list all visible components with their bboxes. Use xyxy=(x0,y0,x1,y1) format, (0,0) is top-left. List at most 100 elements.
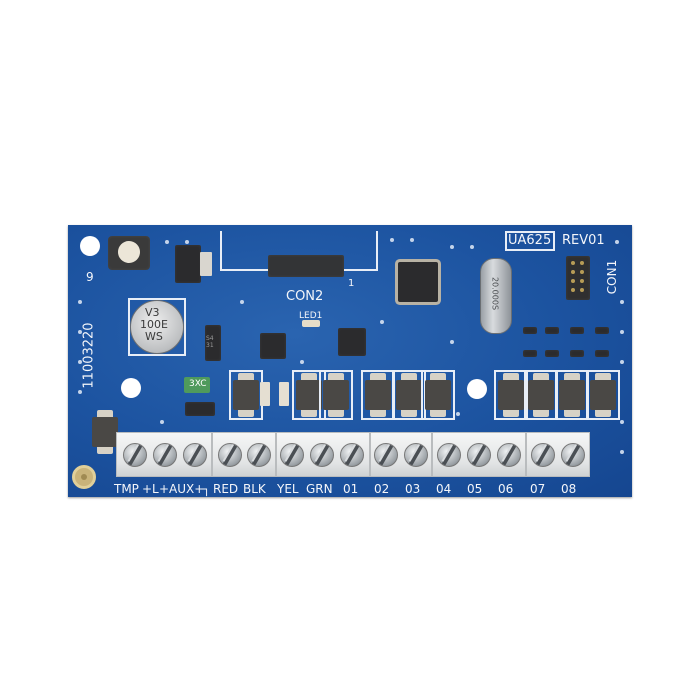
via xyxy=(240,300,244,304)
output-diode xyxy=(392,370,426,420)
transistor xyxy=(570,327,584,334)
terminal-label-06: 06 xyxy=(498,482,514,496)
led1 xyxy=(302,320,320,327)
fuse xyxy=(184,377,210,393)
mounting-hole-top-left xyxy=(80,236,100,256)
terminal-block-6 xyxy=(526,432,590,477)
screw-terminal-blk[interactable] xyxy=(247,443,271,467)
microcontroller-qfp xyxy=(398,262,438,302)
terminal-block-5 xyxy=(432,432,526,477)
capacitor-outline xyxy=(128,298,186,356)
voltage-regulator xyxy=(175,245,201,283)
con1-pin xyxy=(580,279,584,283)
via xyxy=(185,240,189,244)
diode-marking: S4 31 xyxy=(206,335,214,349)
output-diode xyxy=(421,370,455,420)
mounting-hole-left-middle xyxy=(121,378,141,398)
part-number-label: UA625 xyxy=(508,233,552,248)
screw-terminal-yel[interactable] xyxy=(280,443,304,467)
via xyxy=(78,390,82,394)
con1-pin xyxy=(580,261,584,265)
via xyxy=(78,330,82,334)
via xyxy=(300,360,304,364)
part-number-box xyxy=(505,231,555,251)
output-diode xyxy=(361,370,395,420)
output-diode xyxy=(586,370,620,420)
via xyxy=(380,320,384,324)
transistor xyxy=(545,350,559,357)
terminal-label-l: +L xyxy=(142,482,159,496)
output-diode xyxy=(292,370,326,420)
diode-left xyxy=(92,410,118,454)
terminal-label-01: 01 xyxy=(343,482,359,496)
via xyxy=(410,238,414,242)
terminal-label-blk: BLK xyxy=(243,482,266,496)
screw-terminal-aux[interactable] xyxy=(183,443,207,467)
via xyxy=(615,240,619,244)
con1-pin xyxy=(580,270,584,274)
terminal-block-1 xyxy=(116,432,212,477)
resistor xyxy=(260,382,270,406)
con1-pin xyxy=(571,288,575,292)
screw-terminal-05[interactable] xyxy=(467,443,491,467)
led-label: LED1 xyxy=(299,311,323,321)
screw-terminal-red[interactable] xyxy=(218,443,242,467)
screw-terminal-04[interactable] xyxy=(437,443,461,467)
terminal-label-02: 02 xyxy=(374,482,390,496)
terminal-label-yel: YEL xyxy=(277,482,299,496)
con2-pin1-label: 1 xyxy=(348,278,355,289)
crystal-marking: 20.000S xyxy=(490,276,500,311)
transistor xyxy=(595,327,609,334)
con1-header xyxy=(566,256,590,300)
con1-pin xyxy=(571,279,575,283)
via xyxy=(456,412,460,416)
transistor xyxy=(545,327,559,334)
ic-soic-right xyxy=(338,328,366,356)
capacitor-marking-line1: V3 xyxy=(145,306,160,319)
output-diode xyxy=(319,370,353,420)
screw-terminal-l-plus[interactable] xyxy=(153,443,177,467)
via xyxy=(78,360,82,364)
via xyxy=(620,360,624,364)
via xyxy=(620,300,624,304)
terminal-label-tmp: TMP xyxy=(114,482,139,496)
con1-pin xyxy=(571,270,575,274)
terminal-label-03: 03 xyxy=(405,482,421,496)
screw-terminal-03[interactable] xyxy=(404,443,428,467)
ground-pad-hole xyxy=(72,465,96,489)
via xyxy=(620,330,624,334)
output-diode xyxy=(494,370,528,420)
capacitor xyxy=(130,300,184,354)
corner-mark-label: 9 xyxy=(86,270,94,284)
terminal-label-07: 07 xyxy=(530,482,546,496)
diode-smd xyxy=(185,402,215,416)
terminal-label-08: 08 xyxy=(561,482,577,496)
revision-label: REV01 xyxy=(562,233,605,248)
diode-s4 xyxy=(205,325,221,361)
terminal-label-aux: +AUX+ xyxy=(159,482,205,496)
screw-terminal-tmp[interactable] xyxy=(123,443,147,467)
screw-terminal-07[interactable] xyxy=(531,443,555,467)
output-diode xyxy=(524,370,558,420)
via xyxy=(620,450,624,454)
screw-terminal-01[interactable] xyxy=(340,443,364,467)
regulator-tab xyxy=(200,252,212,276)
mounting-hole-right-middle xyxy=(467,379,487,399)
terminal-label-ground: ┐ xyxy=(203,482,211,496)
via xyxy=(390,238,394,242)
capacitor-marking-line3: WS xyxy=(145,330,163,343)
via xyxy=(165,240,169,244)
board-serial-label: 11003220 xyxy=(81,322,97,389)
resistor xyxy=(279,382,289,406)
terminal-label-grn: GRN xyxy=(306,482,333,496)
via xyxy=(450,340,454,344)
terminal-block-2 xyxy=(212,432,276,477)
screw-terminal-02[interactable] xyxy=(374,443,398,467)
output-diode xyxy=(555,370,589,420)
screw-terminal-08[interactable] xyxy=(561,443,585,467)
via xyxy=(160,420,164,424)
screw-terminal-06[interactable] xyxy=(497,443,521,467)
con2-connector xyxy=(268,255,344,277)
transistor xyxy=(523,350,537,357)
screw-terminal-grn[interactable] xyxy=(310,443,334,467)
